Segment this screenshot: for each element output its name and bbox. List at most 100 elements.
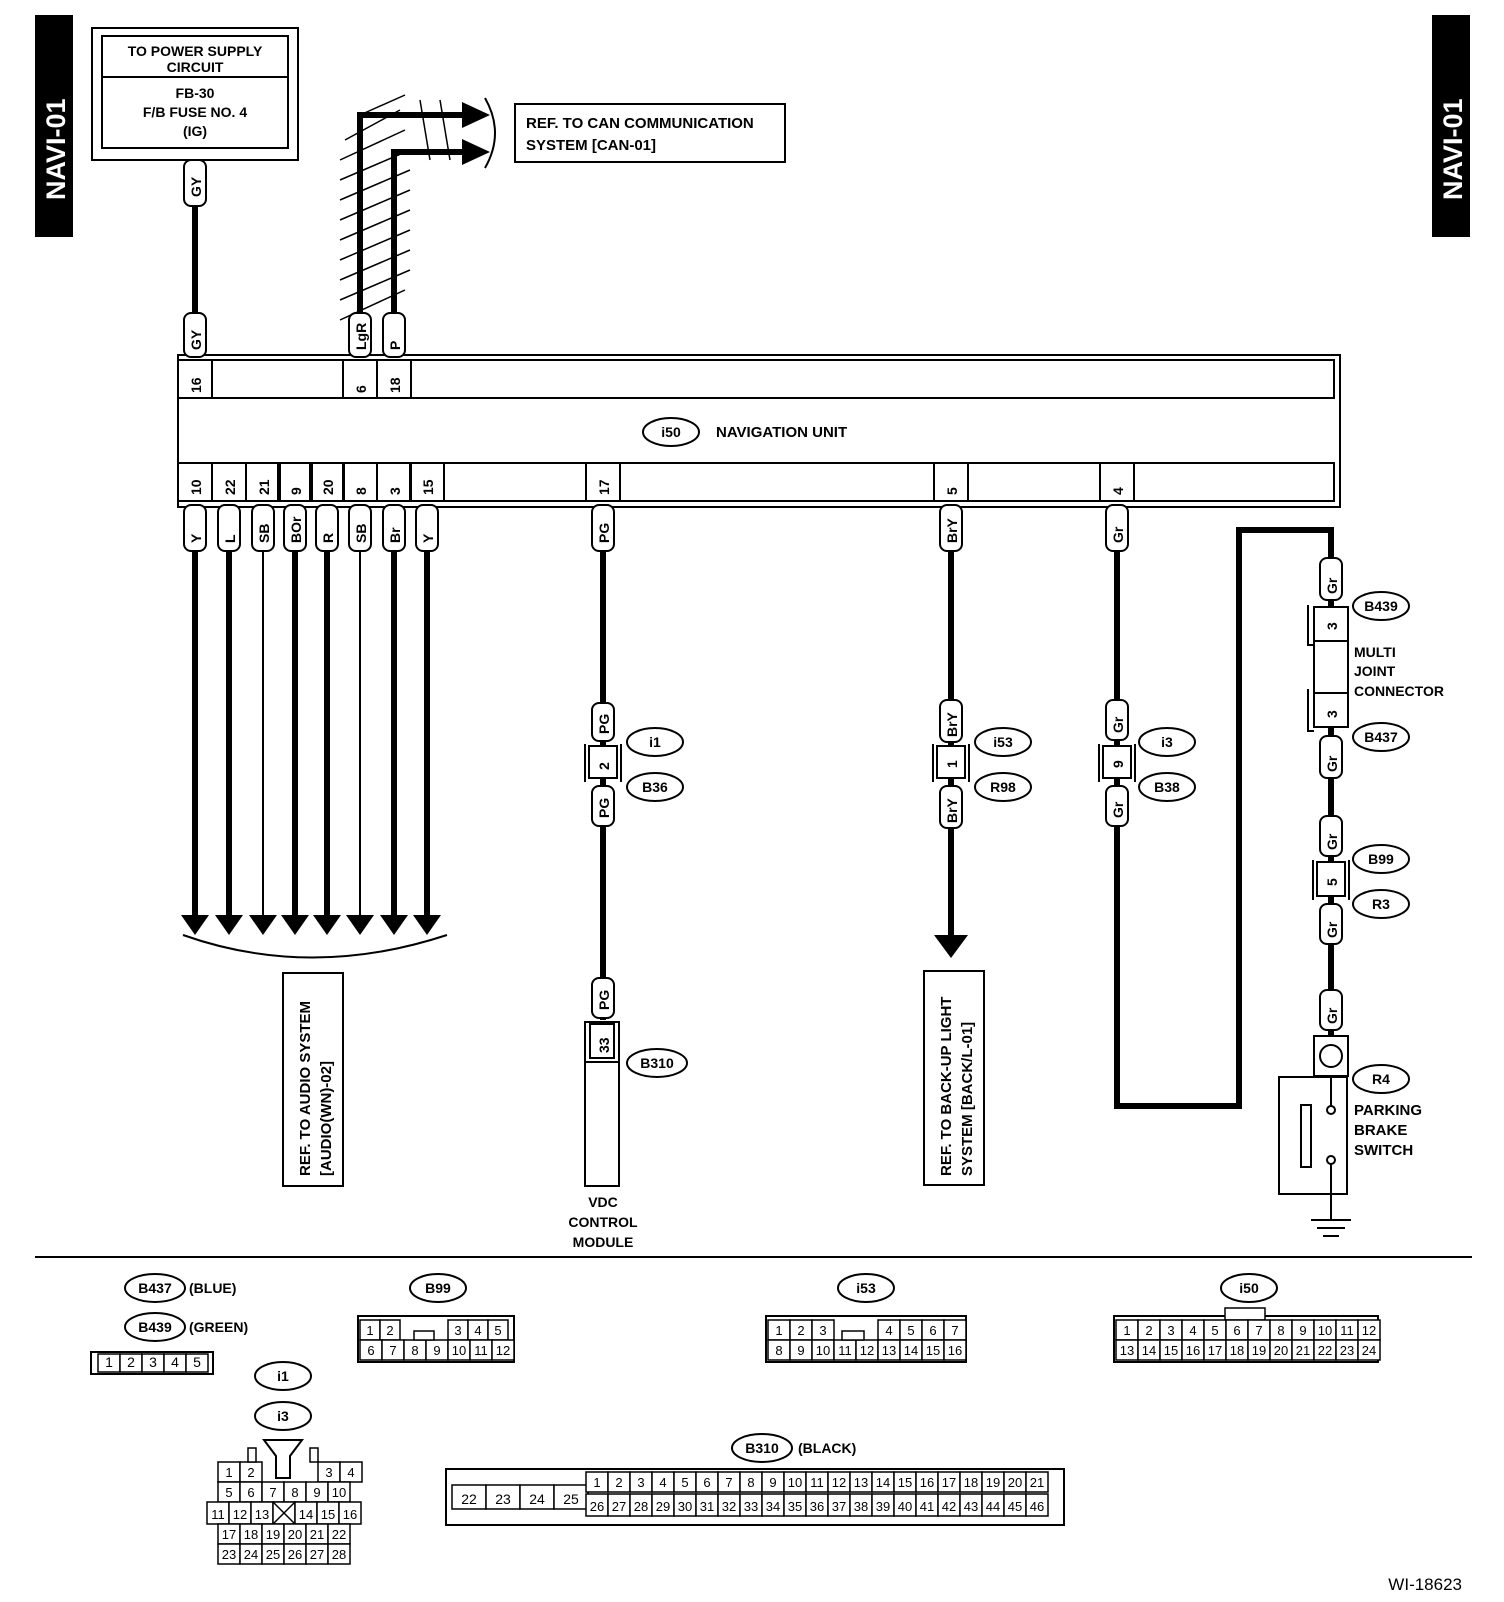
- svg-text:43: 43: [964, 1499, 978, 1514]
- i50-pin-cell: 22: [1313, 1339, 1337, 1361]
- svg-text:9: 9: [313, 1485, 320, 1500]
- svg-text:40: 40: [898, 1499, 912, 1514]
- svg-text:10: 10: [788, 1475, 802, 1490]
- power-box-line1: TO POWER SUPPLY: [128, 43, 263, 59]
- i3-pin-cell: 14: [294, 1501, 318, 1525]
- b99-pin-cell: 2: [379, 1319, 401, 1341]
- parking-label-line1: PARKING: [1354, 1102, 1422, 1119]
- i53-pin-cell: 9: [789, 1339, 813, 1361]
- bottom-pin-number: 15: [420, 479, 436, 495]
- i3-pin-cell: 23: [217, 1543, 241, 1565]
- i50-pin-cell: 11: [1335, 1319, 1359, 1341]
- svg-text:1: 1: [105, 1354, 113, 1370]
- power-box-line2: CIRCUIT: [167, 59, 224, 75]
- svg-text:27: 27: [310, 1547, 324, 1562]
- i53-pin-cell: 16: [943, 1339, 967, 1361]
- svg-text:21: 21: [1030, 1475, 1044, 1490]
- b310-pin-cell: 17: [937, 1471, 961, 1493]
- svg-text:19: 19: [986, 1475, 1000, 1490]
- svg-text:B437: B437: [138, 1280, 172, 1296]
- svg-text:22: 22: [1318, 1343, 1332, 1358]
- svg-text:4: 4: [659, 1475, 666, 1490]
- b310-pin-cell: 33: [739, 1493, 763, 1517]
- i53-pin-cell: 13: [877, 1339, 901, 1361]
- bottom-wire-label: Y: [420, 533, 436, 543]
- top-wire-label: LgR: [353, 323, 369, 350]
- b310-pin-cell: 22: [451, 1484, 487, 1510]
- svg-text:Gr: Gr: [1110, 801, 1126, 818]
- b310-pin-cell: 27: [607, 1493, 631, 1517]
- svg-text:12: 12: [832, 1475, 846, 1490]
- r3-conn-top: B99: [1368, 851, 1394, 867]
- svg-text:24: 24: [244, 1547, 258, 1562]
- svg-text:24: 24: [529, 1491, 545, 1507]
- svg-text:i1: i1: [277, 1368, 289, 1384]
- bottom-wire-label: BrY: [944, 517, 960, 543]
- page-label-right: NAVI-01: [1432, 15, 1470, 237]
- i3-pin-cell: 17: [217, 1523, 241, 1545]
- svg-text:4: 4: [347, 1465, 354, 1480]
- i50-pin-cell: 18: [1225, 1339, 1249, 1361]
- audio-bracket: [182, 934, 448, 959]
- i3-pin-cell: 9: [305, 1481, 329, 1503]
- svg-text:(BLUE): (BLUE): [189, 1280, 236, 1296]
- svg-text:7: 7: [725, 1475, 732, 1490]
- svg-text:16: 16: [1186, 1343, 1200, 1358]
- svg-text:44: 44: [986, 1499, 1000, 1514]
- i3-pin-cell: 22: [327, 1523, 351, 1545]
- nav-unit-connector: i50: [661, 424, 681, 440]
- can-ref-line2: SYSTEM [CAN-01]: [526, 137, 656, 154]
- svg-text:13: 13: [1120, 1343, 1134, 1358]
- vdc-label-line1: VDC: [588, 1194, 618, 1210]
- svg-text:2: 2: [615, 1475, 622, 1490]
- svg-text:19: 19: [1252, 1343, 1266, 1358]
- svg-text:2: 2: [797, 1323, 804, 1338]
- b310-pin-cell: 11: [805, 1471, 829, 1493]
- svg-text:11: 11: [474, 1343, 488, 1358]
- b310-pin-cell: 43: [959, 1493, 983, 1517]
- i50-pin-cell: 5: [1203, 1319, 1227, 1341]
- joint-label-line3: CONNECTOR: [1354, 683, 1444, 699]
- svg-text:3: 3: [1324, 710, 1340, 718]
- svg-text:39: 39: [876, 1499, 890, 1514]
- audio-arrow: [346, 915, 374, 935]
- svg-text:6: 6: [929, 1323, 936, 1338]
- svg-text:3: 3: [454, 1323, 461, 1338]
- i3-pin-cell: 10: [327, 1481, 351, 1503]
- bottom-pin-number: 10: [188, 479, 204, 495]
- svg-text:17: 17: [942, 1475, 956, 1490]
- i53-pin-cell: 10: [811, 1339, 835, 1361]
- svg-text:1: 1: [225, 1465, 232, 1480]
- i50-pin-cell: 24: [1357, 1339, 1381, 1361]
- svg-text:14: 14: [904, 1343, 918, 1358]
- svg-text:17: 17: [222, 1527, 236, 1542]
- svg-text:27: 27: [612, 1499, 626, 1514]
- svg-text:20: 20: [288, 1527, 302, 1542]
- svg-text:2: 2: [596, 762, 612, 770]
- svg-text:B310: B310: [745, 1440, 779, 1456]
- svg-text:Gr: Gr: [1324, 755, 1340, 772]
- i53-pin-cell: 12: [855, 1339, 879, 1361]
- svg-text:12: 12: [860, 1343, 874, 1358]
- gr-conn-bottom: B38: [1154, 779, 1180, 795]
- i53-pin-cell: 5: [899, 1319, 923, 1341]
- svg-text:7: 7: [1255, 1323, 1262, 1338]
- svg-text:23: 23: [495, 1491, 511, 1507]
- svg-text:Gr: Gr: [1324, 1007, 1340, 1024]
- bottom-wire-label: R: [320, 533, 336, 543]
- i53-pin-cell: 8: [767, 1339, 791, 1361]
- top-pin-number: 16: [188, 377, 204, 393]
- b310-pin-cell: 40: [893, 1493, 917, 1517]
- svg-text:26: 26: [288, 1547, 302, 1562]
- i3-pin-cell: 2: [239, 1461, 263, 1483]
- bottom-pin-number: 5: [944, 487, 960, 495]
- i3-pin-cell: 6: [239, 1481, 263, 1503]
- svg-text:2: 2: [386, 1323, 393, 1338]
- multi-joint-connector: Gr 3 3 Gr B439 B437 MULTI JOINT CONNECTO…: [1307, 557, 1444, 779]
